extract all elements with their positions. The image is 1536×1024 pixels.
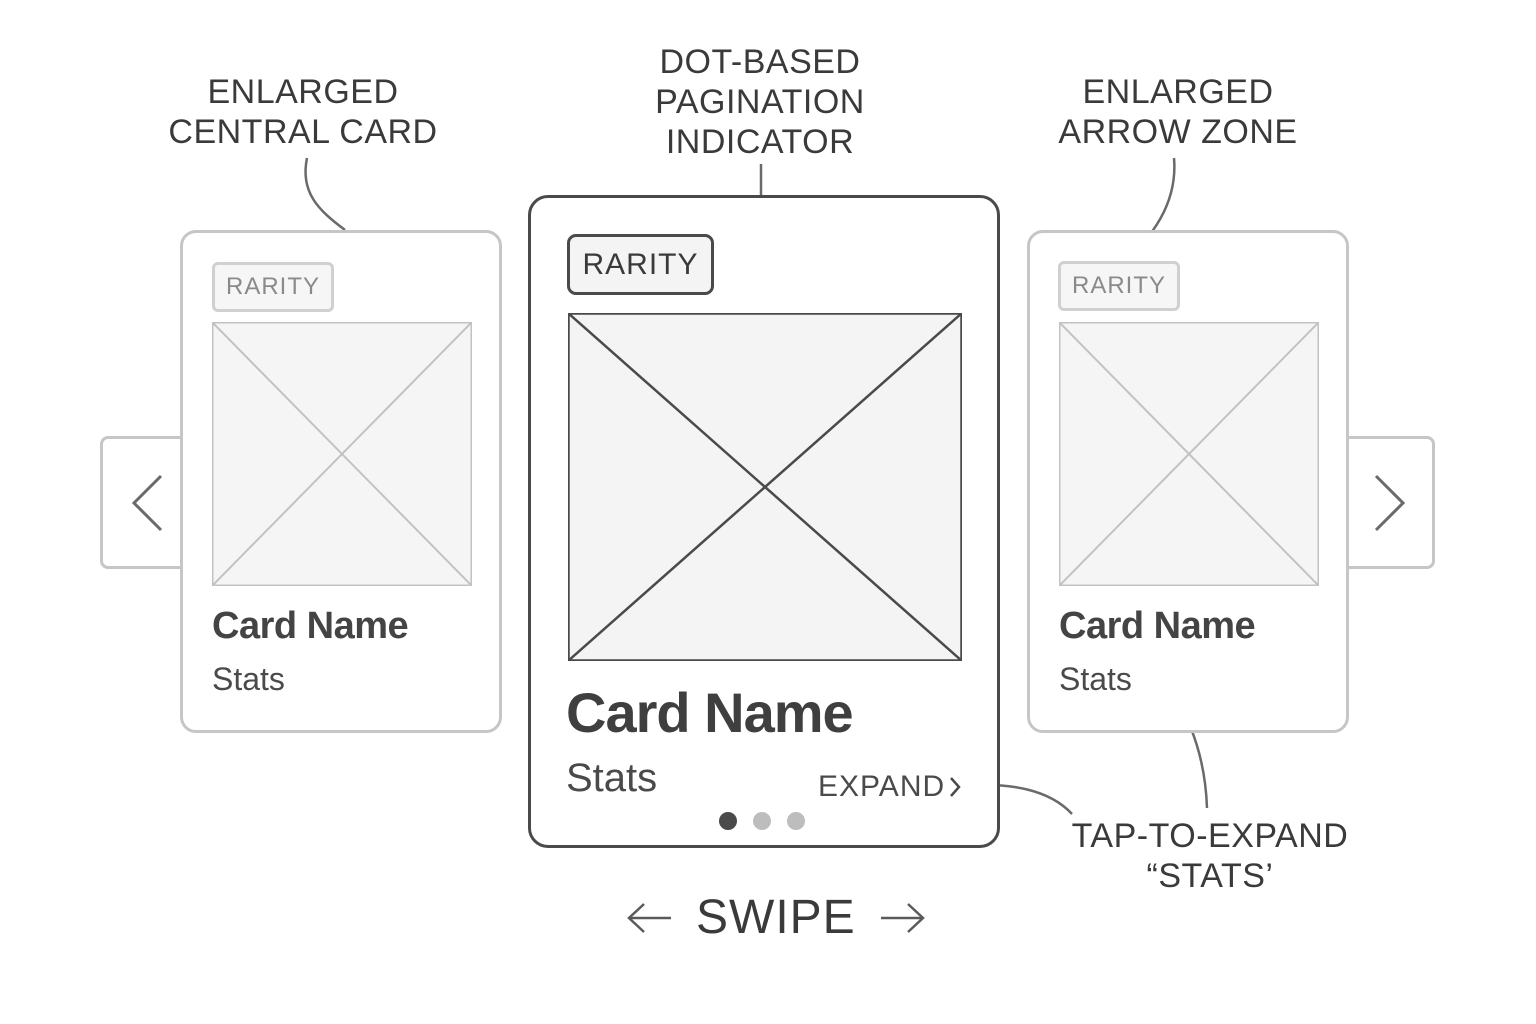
annotation-enlarged-central-card: ENLARGED CENTRAL CARD: [150, 72, 456, 152]
card-image-placeholder: [1059, 322, 1319, 586]
annotation-line: PAGINATION: [655, 83, 865, 121]
pagination-dots: [719, 812, 805, 830]
card-stats: Stats: [212, 661, 285, 697]
card-right[interactable]: RARITY Card Name Stats: [1027, 230, 1349, 733]
annotation-enlarged-arrow-zone: ENLARGED ARROW ZONE: [1040, 72, 1316, 152]
chevron-left-icon: [131, 474, 163, 531]
rarity-badge: RARITY: [1058, 261, 1180, 311]
arrow-right-icon: [880, 902, 925, 933]
annotation-line: DOT-BASED: [659, 43, 861, 81]
card-name: Card Name: [212, 605, 409, 647]
card-image-placeholder: [568, 313, 962, 661]
arrow-left-icon: [627, 902, 671, 933]
annotation-line: “STATS’: [1146, 857, 1274, 895]
card-name: Card Name: [566, 681, 854, 744]
chevron-right-small-icon: [950, 777, 961, 797]
swipe-hint: SWIPE: [624, 890, 928, 945]
pagination-dot-active[interactable]: [719, 812, 737, 830]
rarity-badge: RARITY: [567, 234, 714, 295]
card-name: Card Name: [1059, 605, 1256, 647]
pagination-dot[interactable]: [787, 812, 805, 830]
annotation-line: CENTRAL CARD: [168, 113, 438, 151]
leader-line-central-card: [304, 157, 346, 232]
rarity-badge: RARITY: [212, 262, 334, 312]
annotation-line: INDICATOR: [665, 123, 855, 161]
annotation-dot-based-pagination: DOT-BASED PAGINATION INDICATOR: [620, 42, 900, 162]
annotation-line: ARROW ZONE: [1058, 113, 1298, 151]
card-stats: Stats: [566, 756, 658, 800]
annotation-line: ENLARGED: [207, 73, 399, 111]
annotation-line: TAP-TO-EXPAND: [1071, 817, 1349, 855]
next-arrow-zone[interactable]: [1340, 436, 1435, 569]
chevron-right-icon: [1374, 474, 1406, 531]
card-left[interactable]: RARITY Card Name Stats: [180, 230, 502, 733]
annotation-line: ENLARGED: [1082, 73, 1274, 111]
previous-arrow-zone[interactable]: [100, 436, 190, 569]
expand-label: EXPAND: [818, 770, 946, 803]
expand-stats-button[interactable]: EXPAND: [818, 770, 961, 804]
card-center[interactable]: RARITY Card Name Stats EXPAND: [528, 195, 1000, 848]
card-stats: Stats: [1059, 661, 1132, 697]
card-image-placeholder: [212, 322, 472, 586]
annotation-tap-to-expand-stats: TAP-TO-EXPAND “STATS’: [1060, 816, 1360, 896]
pagination-dot[interactable]: [753, 812, 771, 830]
swipe-label: SWIPE: [696, 891, 856, 944]
